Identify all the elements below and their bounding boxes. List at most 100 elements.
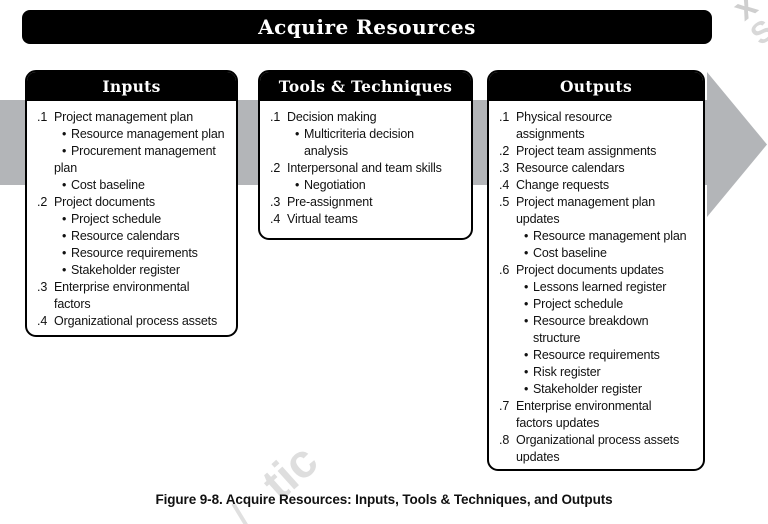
line-text: Virtual teams (287, 212, 358, 226)
line-text: Multicriteria decision (304, 127, 414, 141)
line-text: Cost baseline (71, 178, 145, 192)
list-line: .7 Enterprise environmental (499, 398, 700, 415)
process-title: Acquire Resources (258, 15, 476, 39)
figure-caption: Figure 9-8. Acquire Resources: Inputs, T… (155, 492, 613, 507)
item-number: .4 (270, 212, 281, 226)
list-line: • Lessons learned register (499, 279, 700, 296)
list-line: factors (37, 296, 233, 313)
process-flow-arrow-head (707, 72, 767, 217)
list-line: •Project schedule (37, 211, 233, 228)
list-line: updates (499, 449, 700, 466)
line-text: Project documents (54, 195, 155, 209)
watermark-fragment: x (726, 0, 765, 28)
bullet-marker: • (62, 229, 67, 243)
line-text: Enterprise environmental (54, 280, 190, 294)
line-text: Interpersonal and team skills (287, 161, 442, 175)
line-text: updates (516, 212, 560, 226)
line-text: structure (533, 331, 581, 345)
line-text: factors (54, 297, 91, 311)
list-line: • Resource breakdown (499, 313, 700, 330)
item-number: .7 (499, 399, 510, 413)
bullet-marker: • (295, 127, 300, 141)
line-text: Negotiation (304, 178, 366, 192)
line-text: Resource calendars (516, 161, 625, 175)
list-line: structure (499, 330, 700, 347)
list-line: •Resource management plan (499, 228, 700, 245)
bullet-marker: • (295, 178, 300, 192)
line-text: Decision making (287, 110, 377, 124)
bullet-marker: • (524, 297, 529, 311)
list-line: .4 Organizational process assets (37, 313, 233, 330)
list-line: • Cost baseline (37, 177, 233, 194)
list-line: • Multicriteria decision (270, 126, 468, 143)
list-line: .1 Physical resource (499, 109, 700, 126)
bullet-marker: • (62, 127, 67, 141)
bullet-marker: • (524, 246, 529, 260)
line-text: Stakeholder register (533, 382, 642, 396)
line-text: Project team assignments (516, 144, 657, 158)
list-line: .5 Project management plan (499, 194, 700, 211)
list-line: • Resource calendars (37, 228, 233, 245)
list-line: • Resource requirements (37, 245, 233, 262)
item-number: .1 (37, 110, 48, 124)
bullet-marker: • (524, 229, 529, 243)
line-text: Project management plan (54, 110, 193, 124)
list-line: .2 Project team assignments (499, 143, 700, 160)
process-title-bar: Acquire Resources (22, 10, 712, 44)
inputs-list: .1 Project management plan •Resource manag… (27, 101, 236, 330)
line-text: plan (54, 161, 78, 175)
line-text: updates (516, 450, 560, 464)
item-number: .4 (37, 314, 48, 328)
item-number: .4 (499, 178, 510, 192)
item-number: .1 (499, 110, 510, 124)
line-text: Project schedule (533, 297, 624, 311)
line-text: Procurement management (71, 144, 216, 158)
line-text: Resource breakdown (533, 314, 649, 328)
bullet-marker: • (62, 144, 67, 158)
line-text: Pre-assignment (287, 195, 373, 209)
line-text: Enterprise environmental (516, 399, 652, 413)
bullet-marker: • (524, 382, 529, 396)
line-text: Project management plan (516, 195, 655, 209)
list-line: .2 Project documents (37, 194, 233, 211)
list-line: updates (499, 211, 700, 228)
line-text: Resource requirements (533, 348, 660, 362)
bullet-marker: • (62, 178, 67, 192)
bullet-marker: • (524, 280, 529, 294)
list-line: •Stakeholder register (37, 262, 233, 279)
list-line: • Procurement management (37, 143, 233, 160)
list-line: .4 Change requests (499, 177, 700, 194)
line-text: analysis (304, 144, 348, 158)
list-line: •Resource management plan (37, 126, 233, 143)
item-number: .2 (37, 195, 48, 209)
list-line: • Stakeholder register (499, 381, 700, 398)
line-text: Organizational process assets (54, 314, 218, 328)
bullet-marker: • (524, 365, 529, 379)
line-text: Resource requirements (71, 246, 198, 260)
line-text: Change requests (516, 178, 609, 192)
item-number: .2 (499, 144, 510, 158)
line-text: Lessons learned register (533, 280, 667, 294)
list-line: •Resource requirements (499, 347, 700, 364)
line-text: Resource calendars (71, 229, 180, 243)
line-text: Organizational process assets (516, 433, 680, 447)
bullet-marker: • (524, 314, 529, 328)
bullet-marker: • (62, 212, 67, 226)
item-number: .5 (499, 195, 510, 209)
list-line: analysis (270, 143, 468, 160)
bullet-marker: • (62, 246, 67, 260)
inputs-header: Inputs (27, 72, 236, 101)
item-number: .6 (499, 263, 510, 277)
watermark-fragment: S (744, 13, 768, 52)
line-text: Physical resource (516, 110, 613, 124)
